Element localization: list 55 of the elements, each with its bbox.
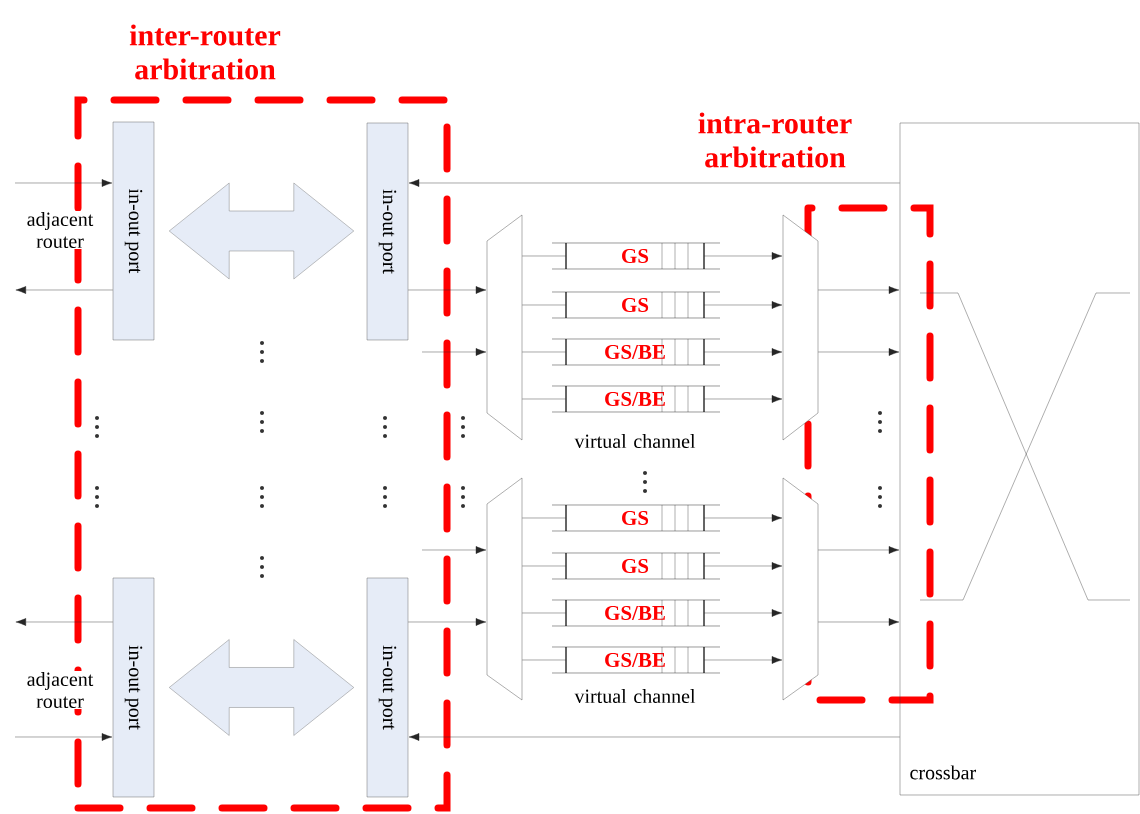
queue-buffer: GS/BE bbox=[551, 599, 721, 627]
queue-buffer: GS/BE bbox=[551, 385, 721, 413]
connector-line bbox=[522, 255, 566, 257]
multiplexer bbox=[782, 214, 819, 441]
port-box: in-out port bbox=[112, 121, 155, 341]
connector-line bbox=[522, 612, 566, 614]
arrow bbox=[704, 348, 783, 356]
text-label: virtual channel bbox=[574, 688, 696, 704]
queue-buffer: GS bbox=[551, 242, 721, 270]
arrow bbox=[14, 179, 113, 187]
arrow bbox=[15, 286, 113, 294]
arrow bbox=[818, 618, 900, 626]
arrow bbox=[421, 546, 487, 554]
port-box: in-out port bbox=[366, 577, 409, 798]
region-title: inter-router arbitration bbox=[129, 24, 281, 80]
connector-line bbox=[522, 517, 566, 519]
text-label: virtual channel bbox=[574, 433, 696, 449]
demultiplexer bbox=[486, 477, 523, 701]
arrow bbox=[408, 618, 487, 626]
arrow bbox=[704, 252, 783, 260]
arrow bbox=[704, 514, 783, 522]
queue-buffer: GS bbox=[551, 552, 721, 580]
arrow bbox=[704, 562, 783, 570]
queue-buffer: GS/BE bbox=[551, 338, 721, 366]
text-label: adjacent router bbox=[11, 670, 109, 710]
arrow bbox=[408, 286, 487, 294]
text-label: adjacent router bbox=[11, 210, 109, 250]
arrow bbox=[704, 301, 783, 309]
queue-buffer: GS bbox=[551, 504, 721, 532]
connector-line bbox=[522, 351, 566, 353]
arrow bbox=[818, 286, 900, 294]
queue-buffer: GS bbox=[551, 291, 721, 319]
double-arrow bbox=[169, 182, 354, 280]
arrow bbox=[15, 618, 113, 626]
arrow bbox=[818, 348, 900, 356]
double-arrow bbox=[169, 639, 354, 736]
connector-line bbox=[522, 398, 566, 400]
arrow bbox=[408, 733, 900, 741]
connector-line bbox=[522, 565, 566, 567]
connector-line bbox=[522, 659, 566, 661]
port-box: in-out port bbox=[112, 577, 155, 798]
crossbar-box: crossbar bbox=[899, 122, 1140, 796]
connector-line bbox=[522, 304, 566, 306]
region-title: intra-router arbitration bbox=[698, 112, 852, 168]
multiplexer bbox=[782, 477, 819, 701]
arrow bbox=[421, 348, 487, 356]
port-box: in-out port bbox=[366, 122, 409, 341]
arrow bbox=[704, 395, 783, 403]
arrow bbox=[704, 609, 783, 617]
arrow bbox=[818, 546, 900, 554]
arrow bbox=[704, 656, 783, 664]
demultiplexer bbox=[486, 214, 523, 441]
arrow bbox=[14, 733, 113, 741]
arrow bbox=[408, 179, 900, 187]
queue-buffer: GS/BE bbox=[551, 646, 721, 674]
